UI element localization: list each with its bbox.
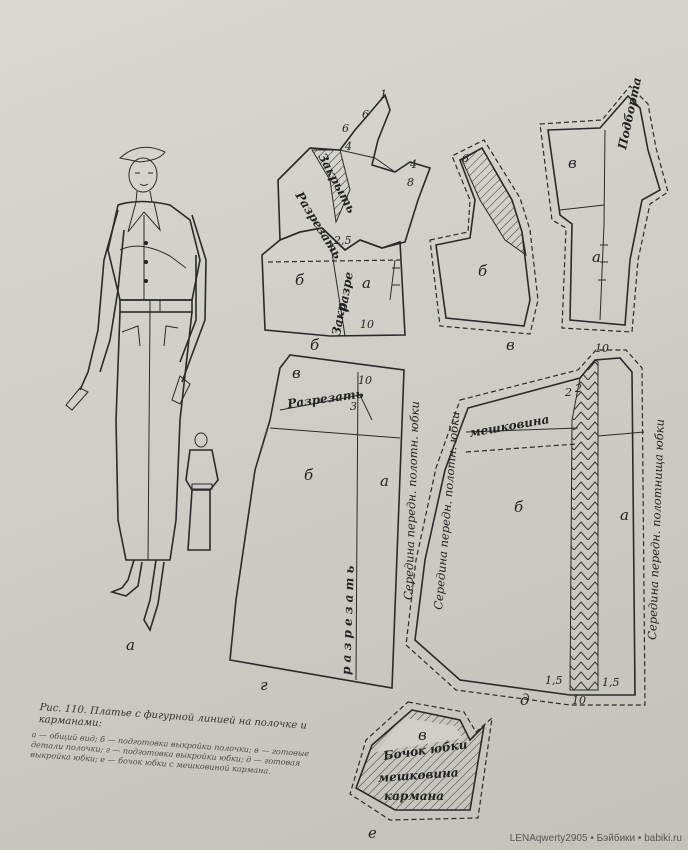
num-1-5b: 1,5 [602,676,620,689]
num-8: 8 [407,176,414,189]
num-2a: 2 [564,386,572,399]
skirt-d-word-lining: мешковина [468,412,550,440]
num-10: 10 [360,318,374,331]
num-4b: 4 [409,158,417,171]
figure-label-d: д [520,691,530,709]
pocket-piece-e: в Бочок юбки мешковина кармана е [349,701,493,842]
fashion-figure-a: а [65,146,207,654]
bodice-word-zakr: Закр [329,301,349,336]
figure-label-e: е [368,824,377,842]
num-1: 1 [380,88,387,101]
num-6: 6 [362,108,369,121]
pocket-word-lining: мешковина [377,765,459,785]
num-10b: 10 [358,374,372,387]
num-10c: 10 [595,342,609,355]
word-facing: Подборта [615,76,644,152]
skirt-pattern-d: мешковина 2 2 10 б а 1,5 1,5 10 Середина… [405,342,667,709]
figure-label-b: б [310,336,320,354]
skirt-part-v: в [292,364,301,382]
skirt-word-cut-vertical: р а з р е з а т ь [339,565,357,675]
bodice-part-a: а [362,274,371,292]
skirt-d-center-label: Середина передн. полотнища юбки [645,419,667,640]
back-view-figure [185,432,219,551]
skirt-pattern-g: в Разрезать 10 3 б а р а з р е з а т ь С… [229,354,422,694]
skirt-d-part-b: б [514,498,524,516]
bodice-word-razre: разре [335,270,356,312]
skirt-d-part-a: а [620,506,629,524]
num-4: 4 [344,140,352,153]
figure-label-v: в [506,336,515,354]
num-10d: 10 [572,694,586,707]
piece-a: а [592,248,601,266]
num-2b: 2 [574,382,582,395]
num-1-5a: 1,5 [545,674,563,687]
figure-label-g: г [260,676,268,694]
figure-label-a: а [126,636,135,654]
skirt-center-label: Середина передн. полотн. юбки [401,401,422,600]
num-6b: 6 [342,122,349,135]
piece-v: в [568,154,577,172]
num-6c: 6 [462,152,469,165]
bodice-pieces-v: б 6 в в а Подборта [429,76,669,354]
skirt-part-b: б [304,466,314,484]
watermark-text: LENAqwerty2905 • Бэйбики • babiki.ru [509,833,682,844]
bodice-pattern-b: Закрыть Разрезать разре Закр б а 1 6 6 4… [261,88,432,354]
pocket-part-v: в [418,726,427,744]
bodice-part-b: б [295,271,305,289]
skirt-part-a: а [380,472,389,490]
num-2-5: 2,5 [333,234,352,247]
piece-b: б [478,262,488,280]
num-3: 3 [350,400,357,413]
pocket-word-pocket: кармана [384,789,444,803]
